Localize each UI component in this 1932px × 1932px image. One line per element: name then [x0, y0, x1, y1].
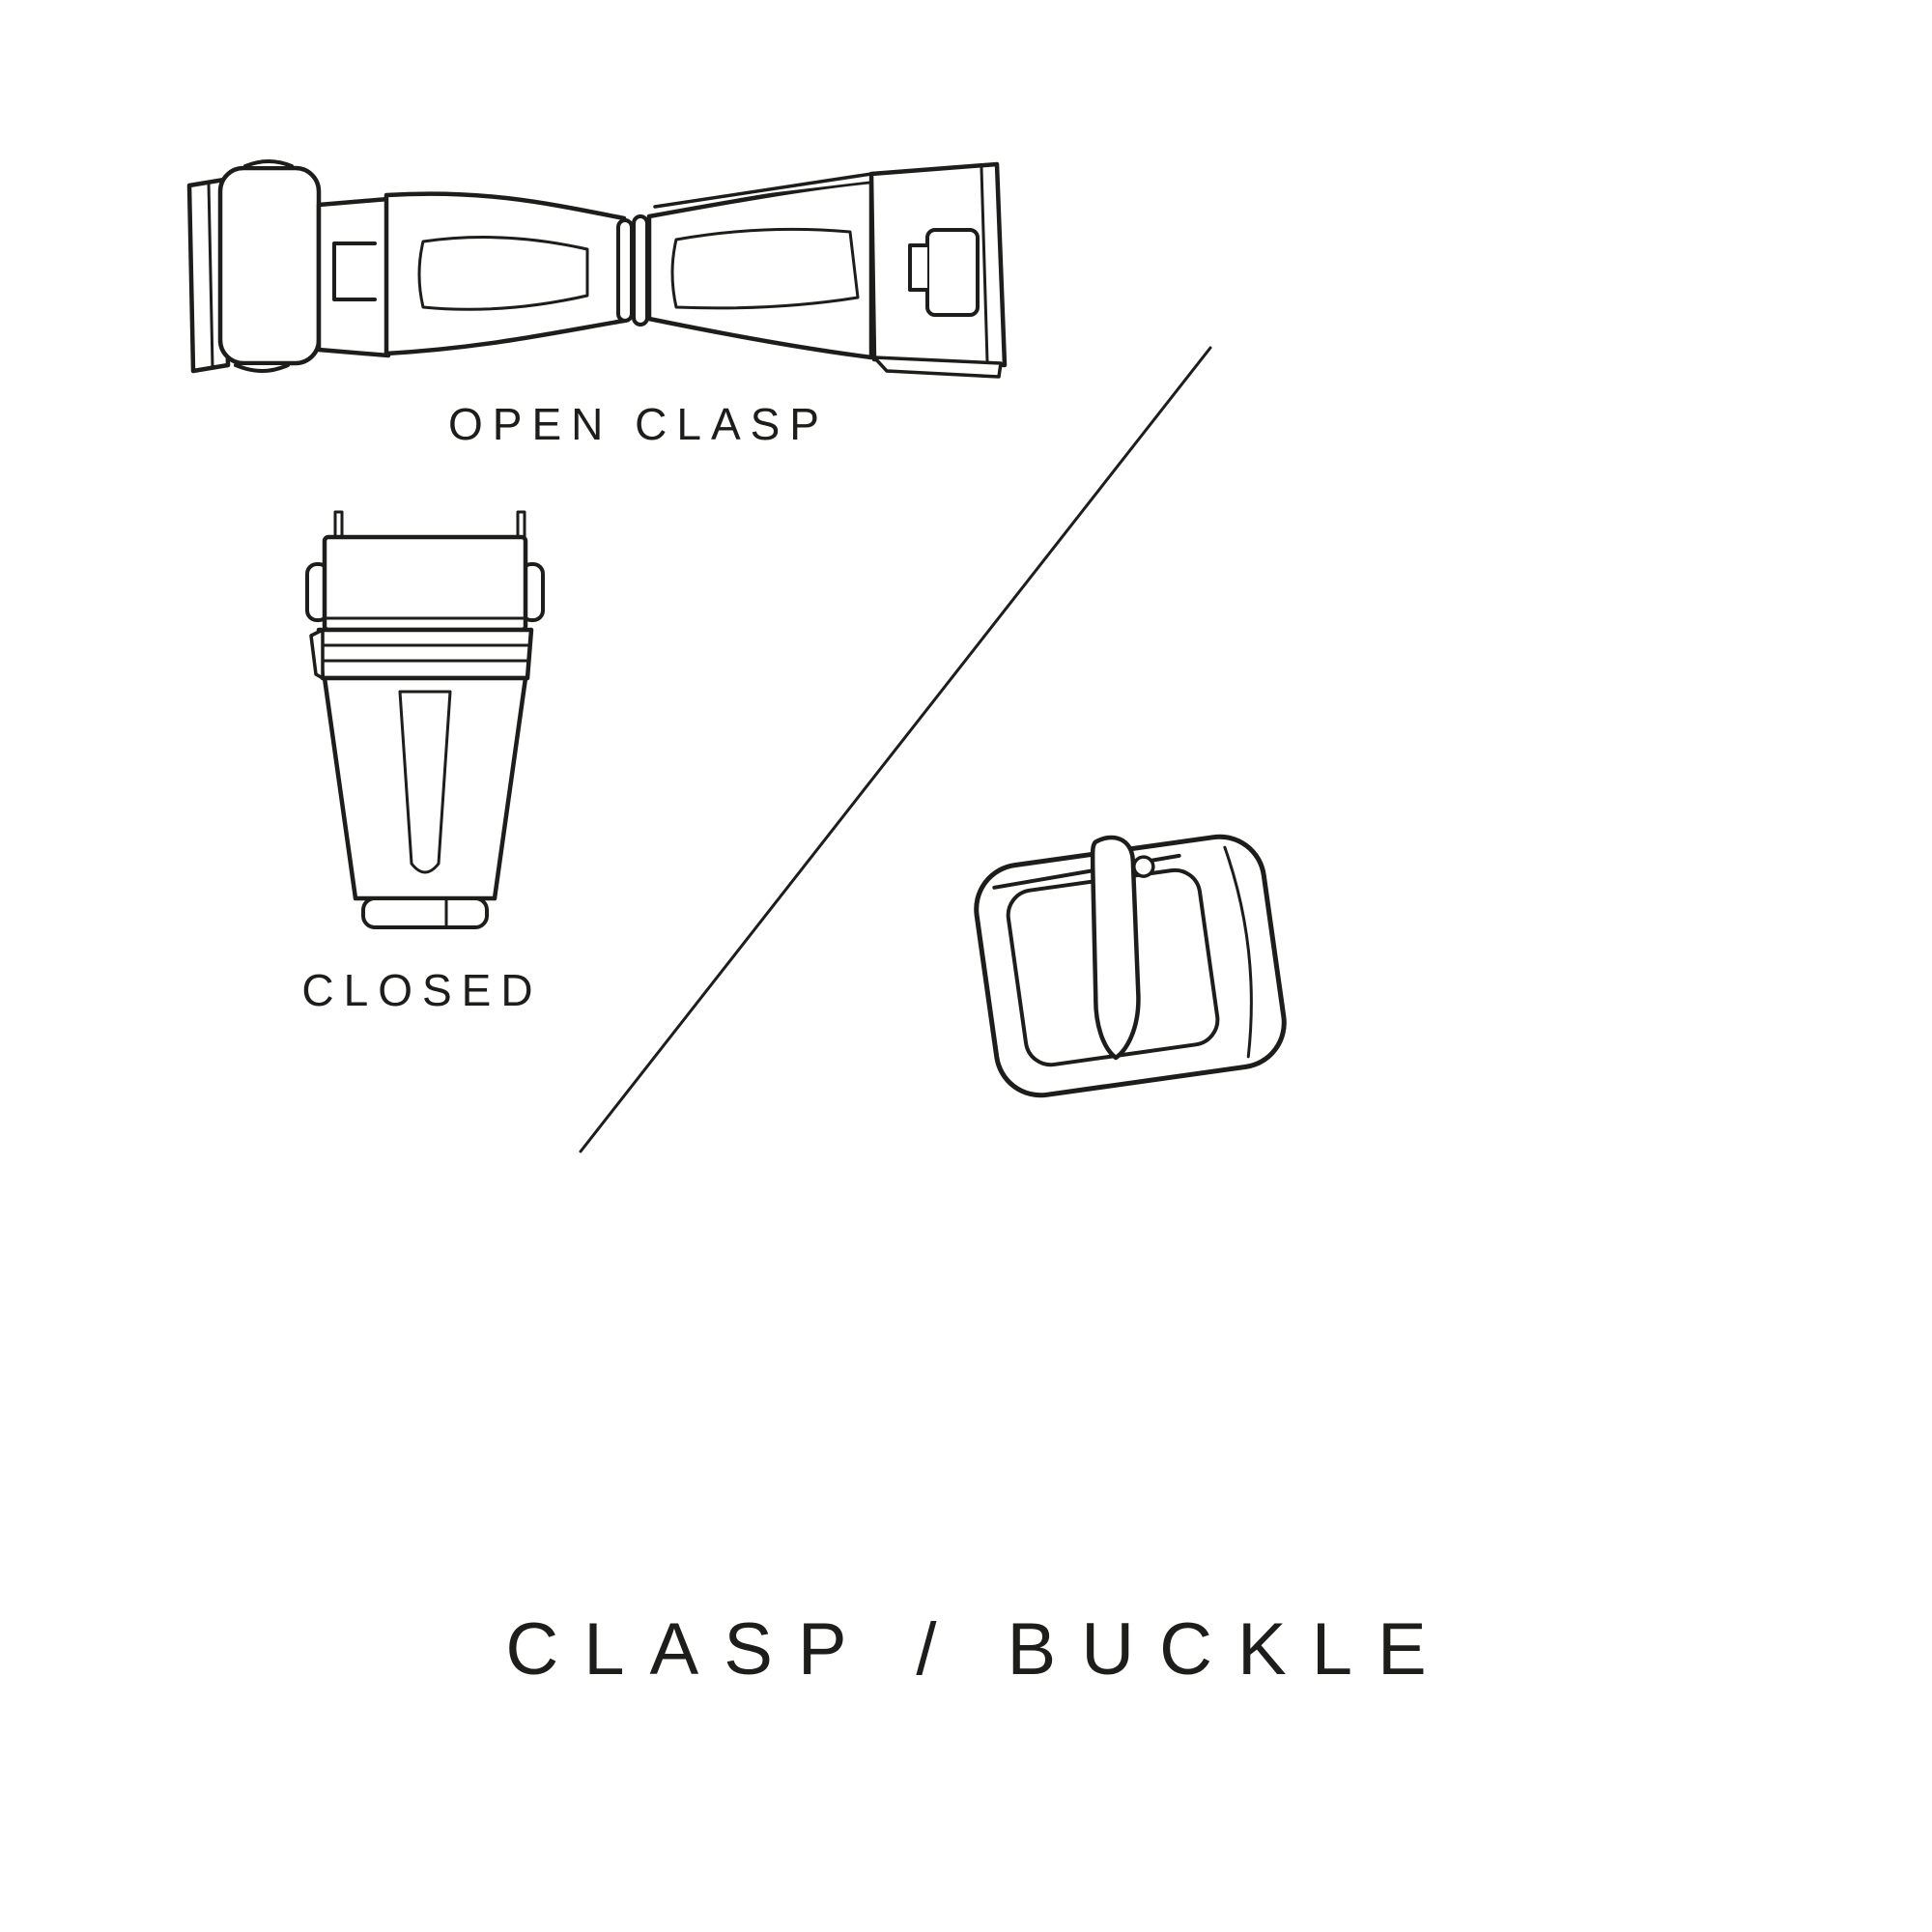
open-clasp-latch-cutout: [925, 228, 980, 317]
buckle-spring-coil: [1132, 855, 1155, 878]
diagonal-divider-line: [579, 346, 1212, 1153]
open-clasp-hinge: [616, 218, 634, 323]
open-clasp-fold-block: [217, 165, 322, 366]
closed-clasp-label: CLOSED: [301, 965, 543, 1015]
open-clasp-label: OPEN CLASP: [448, 399, 829, 449]
closed-clasp-hinge-band: [316, 627, 534, 681]
closed-clasp-foot: [361, 896, 489, 929]
page-title: CLASP / BUCKLE: [505, 1608, 1452, 1690]
open-clasp-icon: [186, 159, 1008, 379]
tang-buckle-icon: [974, 834, 1287, 1098]
closed-clasp-cover: [322, 534, 528, 633]
buckle-prong: [1090, 835, 1141, 1061]
closed-clasp-icon: [305, 510, 545, 929]
